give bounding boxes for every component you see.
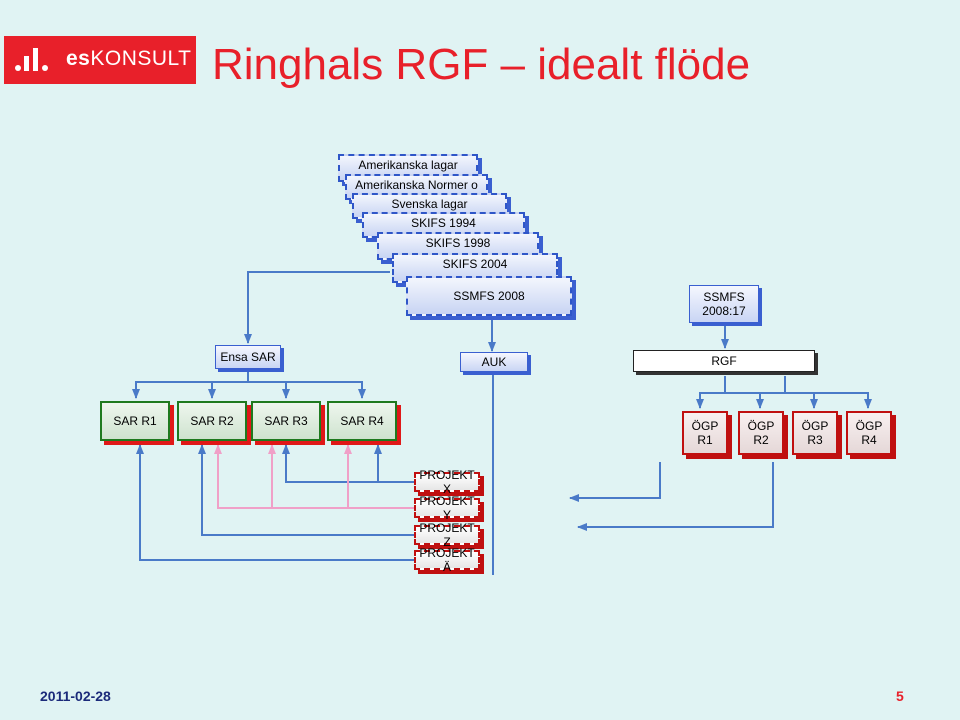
project-x-box: PROJEKT X [414, 468, 480, 496]
auk-box: AUK [460, 352, 528, 372]
logo-bars-icon [15, 48, 48, 71]
project-a-box: PROJEKT Ä [414, 546, 480, 574]
sar-r2-box: SAR R2 [177, 401, 247, 441]
sar-r3-box: SAR R3 [251, 401, 321, 441]
ogp-r1-box: ÖGP R1 [682, 411, 728, 455]
ogp-r2-box: ÖGP R2 [738, 411, 784, 455]
rgf-box: RGF [633, 350, 815, 372]
ssmfs-2008-17-box: SSMFS 2008:17 [689, 285, 759, 323]
footer-date: 2011-02-28 [40, 688, 111, 704]
project-z-box: PROJEKT Z [414, 521, 480, 549]
ogp-r4-box: ÖGP R4 [846, 411, 892, 455]
logo-text: esKONSULT [66, 47, 192, 70]
eskonsult-logo: esKONSULT [4, 36, 196, 84]
regulation-box-ssmfs-2008: SSMFS 2008 [406, 276, 572, 316]
connector-regs-ensa [244, 271, 390, 344]
project-y-box: PROJEKT Y [414, 494, 480, 522]
sar-r1-box: SAR R1 [100, 401, 170, 441]
ensa-sar-box: Ensa SAR [215, 345, 281, 369]
sar-r4-box: SAR R4 [327, 401, 397, 441]
page-title: Ringhals RGF – idealt flöde [212, 40, 751, 89]
page-number: 5 [896, 688, 904, 704]
ogp-r3-box: ÖGP R3 [792, 411, 838, 455]
